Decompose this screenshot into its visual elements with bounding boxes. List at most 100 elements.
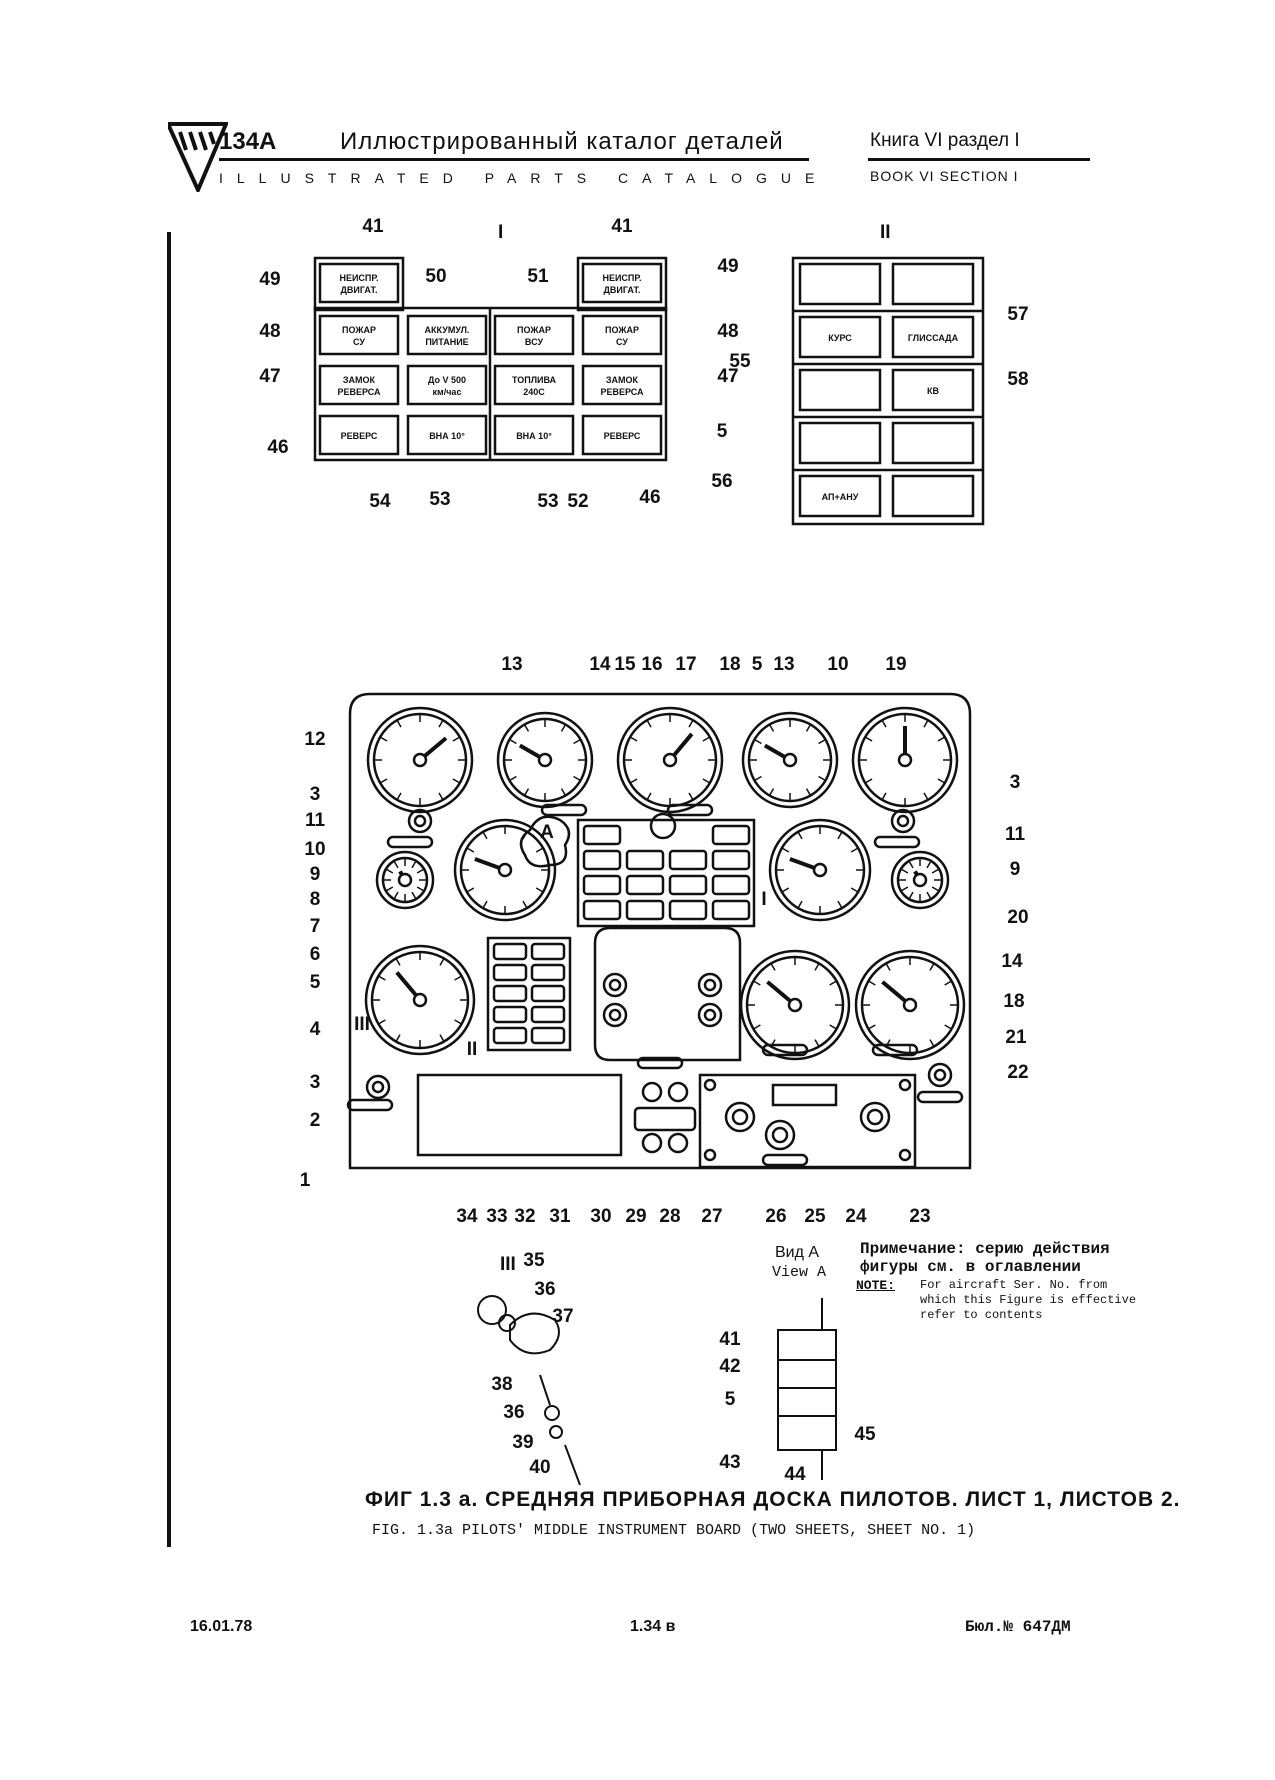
panel-II-cell-text: АП+АНУ <box>822 492 859 502</box>
board-roman-label: III <box>354 1014 370 1035</box>
gauge-9-left-tick <box>411 860 417 869</box>
indicator-slot <box>386 835 434 849</box>
header-rule-right <box>868 158 1090 161</box>
panel-II-cell: КВ <box>891 368 975 412</box>
knob-3 <box>365 1074 391 1100</box>
gauge-4-tick <box>395 1034 401 1042</box>
panel-II-cell: АП+АНУ <box>798 474 882 518</box>
callout-number: 57 <box>1007 304 1028 325</box>
central-block-frame <box>576 818 756 928</box>
callout-number: 50 <box>425 266 446 287</box>
gauge-10-left-tick <box>482 900 488 909</box>
panel-II-roman: II <box>880 222 891 243</box>
detail-III-callout: 37 <box>552 1306 573 1327</box>
change-bar <box>167 232 171 1547</box>
catalog-logo <box>168 122 228 192</box>
panel-I-cell-text1: ПОЖАР <box>605 325 639 335</box>
catalog-title-en: ILLUSTRATED PARTS CATALOGUE <box>219 170 829 186</box>
toggle-switch <box>667 1081 689 1103</box>
gauge-19-tick <box>881 792 887 801</box>
panel-I-cell-text2: РЕВЕРСА <box>600 387 644 397</box>
note-ru-line1: Примечание: серию действия <box>860 1240 1110 1258</box>
gauge-4-tick <box>439 958 445 966</box>
callout-number: 52 <box>567 491 588 512</box>
center-panel-knob-inner <box>703 978 717 992</box>
center-panel <box>593 926 742 1062</box>
panel-I-cell-text1: РЕВЕРС <box>341 431 378 441</box>
panel-I-cell-frame <box>493 364 575 406</box>
detail-III-drawing <box>477 1295 581 1486</box>
indicator-slot <box>871 1043 919 1057</box>
callout-number: 17 <box>675 654 696 675</box>
gauge-17-tick <box>629 778 638 784</box>
panel-I-cell-text1: ВНА 10° <box>429 431 465 441</box>
gauge-10-right-tick <box>781 847 790 853</box>
indicator-slot <box>873 835 921 849</box>
view-a-callout: 43 <box>719 1452 740 1473</box>
gauge-20-left-tick <box>753 980 761 986</box>
callout-number: 15 <box>614 654 636 675</box>
panel-II-cell <box>891 262 975 306</box>
gauge-17-tick <box>688 792 694 801</box>
callout-number: 29 <box>625 1206 646 1227</box>
view-a-title-ru: Вид А <box>775 1244 820 1261</box>
lower-right-screw <box>898 1078 912 1092</box>
indicator-slot <box>636 1056 684 1070</box>
gauge-17-bezel <box>616 706 724 814</box>
view-a-block <box>777 1329 837 1451</box>
callout-number: 46 <box>267 437 288 458</box>
callout-number: 5 <box>752 654 763 675</box>
detail-III-callout: 35 <box>523 1250 545 1271</box>
callout-number: 22 <box>1007 1062 1028 1083</box>
panel-I-cell-text2: СУ <box>616 337 628 347</box>
callout-number: 19 <box>885 654 906 675</box>
gauge-20-left <box>739 949 851 1061</box>
callout-number: 53 <box>429 489 450 510</box>
panel-II-cell-text: ГЛИССАДА <box>908 333 959 343</box>
gauge-12-tick <box>452 736 461 742</box>
header-rule-left <box>219 158 809 161</box>
callout-number: 21 <box>1005 1027 1027 1048</box>
callout-number: 5 <box>310 972 321 993</box>
gauge-13-left-tick <box>523 788 530 796</box>
callout-number: 26 <box>765 1206 786 1227</box>
gauge-13-right-hub <box>782 752 798 768</box>
callout-number: 8 <box>310 889 321 910</box>
callout-number: 49 <box>259 269 280 290</box>
detail-III-callout: 38 <box>491 1374 512 1395</box>
panel-I-cell: АККУМУЛ.ПИТАНИЕ <box>406 314 488 356</box>
center-panel-knob-inner <box>608 1008 622 1022</box>
gauge-9-left-tick <box>393 891 399 900</box>
central-block-lamp <box>668 849 708 871</box>
callout-number: 53 <box>537 491 558 512</box>
toggle-switch <box>641 1132 663 1154</box>
indicator-slot <box>540 803 588 817</box>
gauge-12-tick <box>438 792 444 801</box>
gauge-17-hub <box>662 752 678 768</box>
panel-I-cell-text2: ДВИГАТ. <box>604 285 641 295</box>
callout-number: 49 <box>717 256 738 277</box>
gauge-12 <box>366 706 474 814</box>
panel-II-cell <box>798 421 882 465</box>
callout-number: 20 <box>1007 907 1028 928</box>
gauge-9-left-bezel <box>375 850 435 910</box>
callout-number: 56 <box>711 471 732 492</box>
gauge-20-right-tick <box>929 963 935 971</box>
left-block-lamp <box>530 1026 566 1045</box>
gauge-20-right-hub <box>902 997 918 1013</box>
central-block-lamp <box>668 899 708 921</box>
callout-number: 10 <box>304 839 325 860</box>
gauge-10-left-tick <box>482 831 488 840</box>
callout-number: 33 <box>486 1206 507 1227</box>
callout-number: 2 <box>310 1110 321 1131</box>
gauge-13-right-bezel <box>741 711 839 809</box>
gauge-13-left-tick <box>573 738 581 745</box>
gauge-4-hub <box>412 992 428 1008</box>
central-block-lamp <box>582 899 622 921</box>
callout-number: 30 <box>590 1206 611 1227</box>
